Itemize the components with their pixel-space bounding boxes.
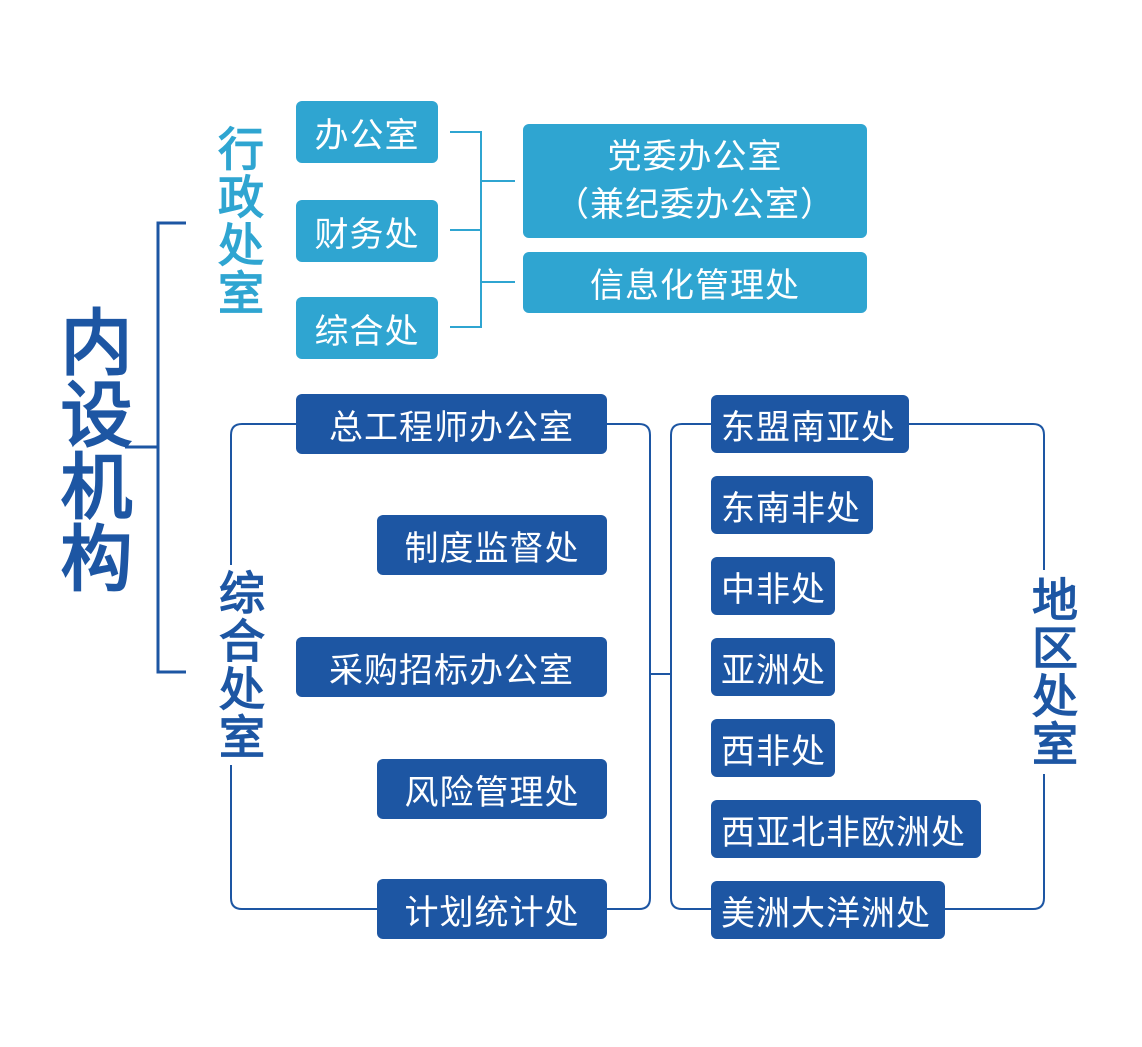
dept-planning: 计划统计处 (377, 879, 607, 939)
region-west-asia-north-africa-europe: 西亚北非欧洲处 (711, 800, 981, 858)
region-west-africa: 西非处 (711, 719, 835, 777)
dept-finance: 财务处 (296, 200, 438, 262)
root-bracket (156, 221, 186, 674)
it-office-box: 信息化管理处 (523, 252, 867, 313)
dept-supervision: 制度监督处 (377, 515, 607, 575)
party-office-line2: （兼纪委办公室） (555, 185, 835, 225)
admin-group-label: 行政处室 (205, 125, 271, 317)
party-office-box: 党委办公室 （兼纪委办公室） (523, 124, 867, 238)
comprehensive-group-label: 综合处室 (206, 565, 272, 765)
party-office-line1: 党委办公室 (607, 137, 783, 177)
dept-general: 综合处 (296, 297, 438, 359)
dept-risk: 风险管理处 (377, 759, 607, 819)
region-central-africa: 中非处 (711, 557, 835, 615)
dept-chief-engineer: 总工程师办公室 (296, 394, 607, 454)
regional-left-bracket (670, 423, 711, 910)
region-americas-oceania: 美洲大洋洲处 (711, 881, 945, 939)
region-asean-south-asia: 东盟南亚处 (711, 395, 909, 453)
dept-procurement: 采购招标办公室 (296, 637, 607, 697)
regional-group-label: 地区处室 (1019, 570, 1085, 774)
root-label: 内设机构 (48, 305, 132, 593)
dept-office: 办公室 (296, 101, 438, 163)
comprehensive-right-bracket (607, 423, 651, 910)
region-asia: 亚洲处 (711, 638, 835, 696)
region-southeast-africa: 东南非处 (711, 476, 873, 534)
